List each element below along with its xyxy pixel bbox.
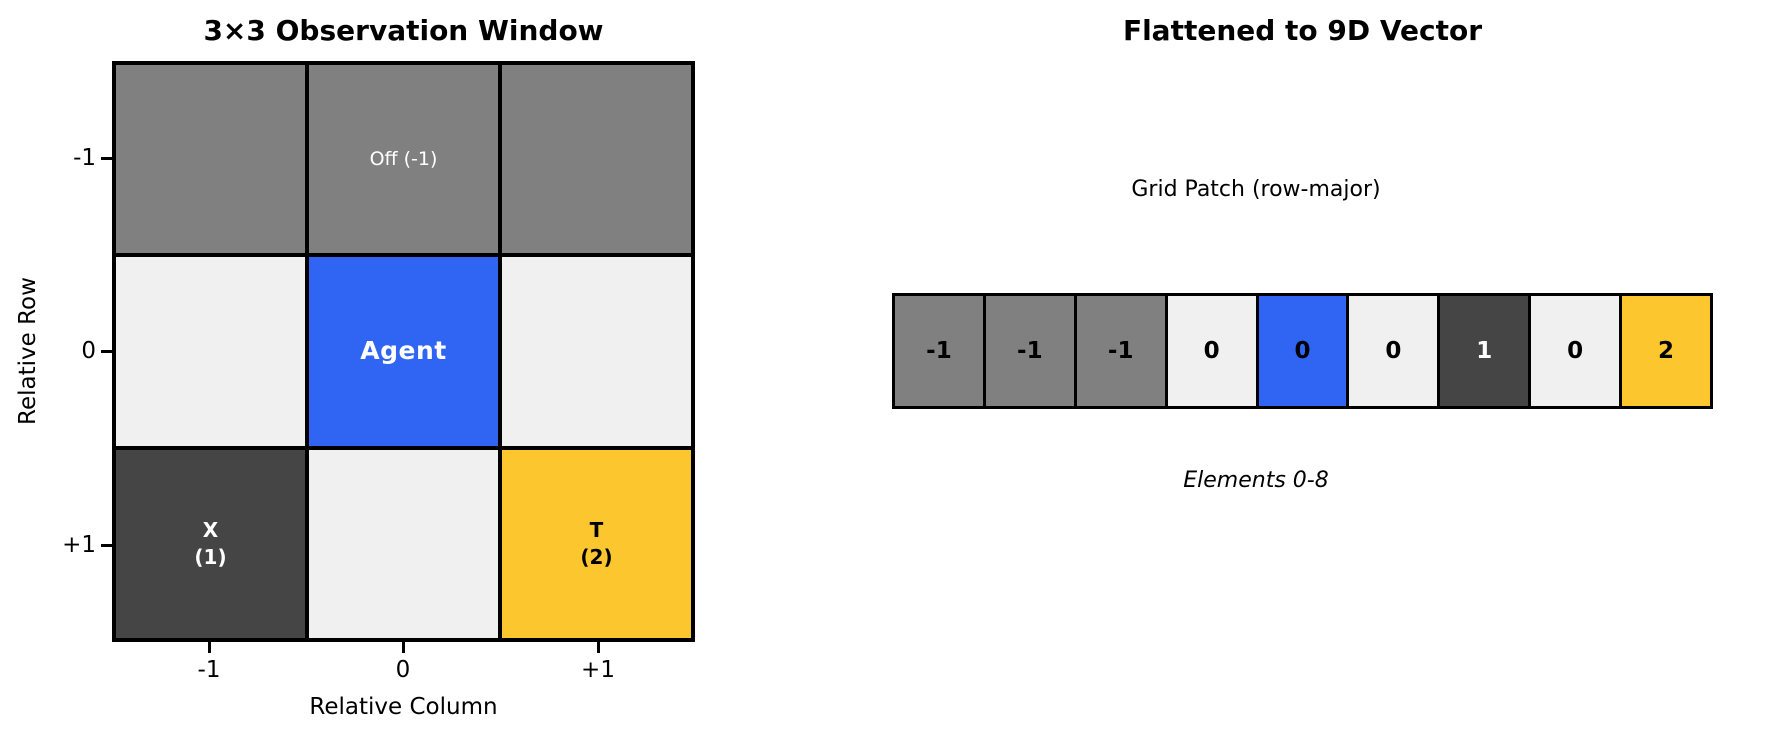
vector-cell-7: 0 [1531,296,1620,406]
grid-cell-offgrid-2: Off (-1) [309,65,498,254]
y-tick-label: +1 [62,532,96,558]
cell-label-line1: X [202,517,219,542]
vector-value: 1 [1476,338,1493,364]
vector-cell-8: 2 [1622,296,1710,406]
cell-label-line2: (2) [580,544,613,569]
grid-cell-empty-2 [502,257,691,446]
vector-cell-6: 1 [1440,296,1529,406]
vector-cell-2: -1 [1076,296,1165,406]
right-panel-title: Flattened to 9D Vector [1122,14,1483,47]
grid-cell-agent: Agent [309,257,498,446]
cell-label: Off (-1) [369,147,438,170]
y-tick-mark [101,350,112,353]
observation-grid: Off (-1) Agent X(1) T(2) [112,61,695,642]
left-panel-title: 3×3 Observation Window [203,14,604,47]
y-tick-label: 0 [81,338,96,364]
cell-label-line2: (1) [194,544,227,569]
x-tick-label: 0 [395,657,411,683]
x-tick-mark [402,642,405,653]
grid-cell-target: T(2) [502,449,691,638]
vector-source-label: Grid Patch (row-major) [1131,177,1381,202]
x-tick-label: -1 [197,657,221,683]
vector-cell-5: 0 [1349,296,1438,406]
vector-value: 0 [1294,338,1311,364]
grid-cell-obstacle: X(1) [116,449,305,638]
grid-cell-empty-3 [309,449,498,638]
flattened-vector: -1 -1 -1 0 0 0 1 0 2 [892,293,1713,409]
x-tick-mark [596,642,600,653]
grid-cell-empty-1 [116,257,305,446]
grid-cell-offgrid-1 [116,65,305,254]
x-tick-label: +1 [581,657,615,683]
x-axis-label: Relative Column [309,694,498,720]
vector-value: 0 [1385,338,1402,364]
y-tick-mark [101,156,112,160]
x-tick-mark [207,642,211,653]
vector-caption: Elements 0-8 [1183,468,1329,493]
vector-value: -1 [1017,338,1043,364]
vector-value: 0 [1567,338,1584,364]
vector-cell-1: -1 [985,296,1074,406]
vector-value: 0 [1203,338,1220,364]
y-tick-mark [101,543,112,547]
vector-value: -1 [1107,338,1134,364]
vector-cell-0: -1 [895,296,983,406]
cell-label: Agent [360,336,447,366]
grid-cell-offgrid-3 [502,65,691,254]
vector-cell-3: 0 [1167,296,1256,406]
cell-label-line1: T [589,517,604,542]
y-tick-label: -1 [73,145,96,171]
vector-value: 2 [1658,338,1675,364]
vector-value: -1 [926,338,952,364]
y-axis-label: Relative Row [15,277,41,425]
vector-cell-4: 0 [1258,296,1347,406]
